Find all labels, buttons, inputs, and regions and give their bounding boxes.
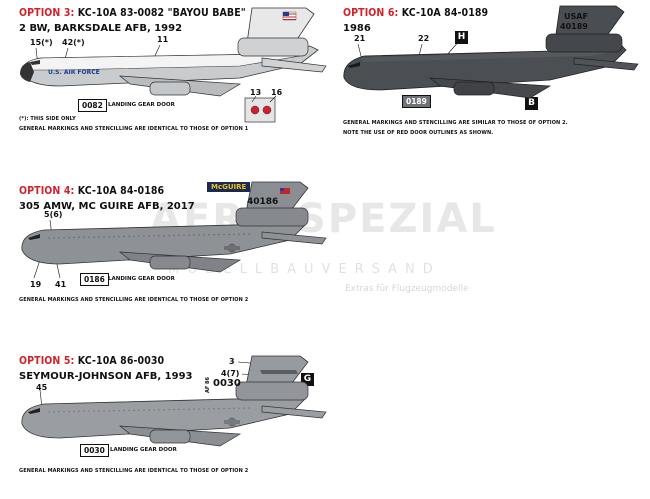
option3-aircraft: KC-10A 83-0082 "BAYOU BABE" (77, 7, 246, 19)
callout-21: 21 (354, 34, 366, 43)
callout-22: 22 (418, 34, 430, 43)
callout-42: 42(*) (62, 38, 85, 47)
watermark-tagline: Extras für Flugzeugmodelle (345, 284, 469, 294)
callout-11: 11 (157, 35, 169, 44)
option4-tail-serial: 40186 (247, 197, 279, 207)
option5-title: OPTION 5: KC-10A 86-0030 (19, 355, 164, 367)
option5-unit: SEYMOUR-JOHNSON AFB, 1993 (19, 371, 193, 382)
option3-note-general: GENERAL MARKINGS AND STENCILLING ARE IDE… (19, 126, 249, 132)
option3-door-caption: LANDING GEAR DOOR (108, 102, 175, 108)
callout-4-7: 4(7) (221, 369, 240, 378)
option5-note-general: GENERAL MARKINGS AND STENCILLING ARE IDE… (19, 468, 249, 474)
option4-door-serial: 0186 (80, 273, 109, 286)
option3-label: OPTION 3: (19, 7, 75, 19)
callout-16: 16 (271, 88, 283, 97)
option6-marker-h: H (455, 31, 468, 44)
option3-aircraft-drawing (20, 7, 327, 123)
option5-door-caption: LANDING GEAR DOOR (110, 447, 177, 453)
option6-note-general: GENERAL MARKINGS AND STENCILLING ARE SIM… (343, 120, 568, 126)
option5-aircraft: KC-10A 86-0030 (77, 355, 165, 367)
option3-title: OPTION 3: KC-10A 83-0082 "BAYOU BABE" (19, 7, 246, 19)
option6-aircraft-drawing (343, 5, 639, 99)
option4-unit: 305 AMW, MC GUIRE AFB, 2017 (19, 201, 195, 212)
callout-19: 19 (30, 280, 42, 289)
option3-door-serial: 0082 (78, 99, 107, 112)
option6-year: 1986 (343, 23, 371, 34)
option4-aircraft-drawing (21, 181, 327, 279)
callout-5-6: 5(6) (44, 210, 63, 219)
option5-door-serial: 0030 (80, 444, 109, 457)
option6-aircraft: KC-10A 84-0189 (401, 7, 489, 19)
option5-tail-prefix: AF 86 (205, 377, 211, 393)
callout-3: 3 (229, 357, 235, 366)
option3-fuselage-text: U.S. AIR FORCE (48, 69, 100, 76)
callout-15: 15(*) (30, 38, 53, 47)
callout-41: 41 (55, 280, 67, 289)
option5-label: OPTION 5: (19, 355, 75, 367)
option6-door-serial: 0189 (402, 95, 431, 108)
callout-45: 45 (36, 383, 48, 392)
option4-tail-band: McGUIRE (207, 182, 251, 192)
option4-title: OPTION 4: KC-10A 84-0186 (19, 185, 164, 197)
option5-tail-serial: 0030 (213, 378, 241, 389)
option6-tail-usaf: USAF (564, 12, 588, 21)
option4-note-general: GENERAL MARKINGS AND STENCILLING ARE IDE… (19, 297, 249, 303)
watermark-subtitle: MODELLBAUVERSAND (168, 262, 441, 277)
option6-marker-b: B (525, 97, 538, 110)
option3-unit: 2 BW, BARKSDALE AFB, 1992 (19, 23, 183, 34)
option4-label: OPTION 4: (19, 185, 75, 197)
option6-tail-serial: 40189 (560, 22, 588, 31)
option5-aircraft-drawing (21, 355, 327, 447)
option6-title: OPTION 6: KC-10A 84-0189 (343, 7, 488, 19)
callout-13: 13 (250, 88, 262, 97)
option4-door-caption: LANDING GEAR DOOR (108, 276, 175, 282)
option6-label: OPTION 6: (343, 7, 399, 19)
option3-note-side: (*): THIS SIDE ONLY (19, 116, 76, 122)
option4-aircraft: KC-10A 84-0186 (77, 185, 165, 197)
option6-note-doors: NOTE THE USE OF RED DOOR OUTLINES AS SHO… (343, 130, 494, 136)
